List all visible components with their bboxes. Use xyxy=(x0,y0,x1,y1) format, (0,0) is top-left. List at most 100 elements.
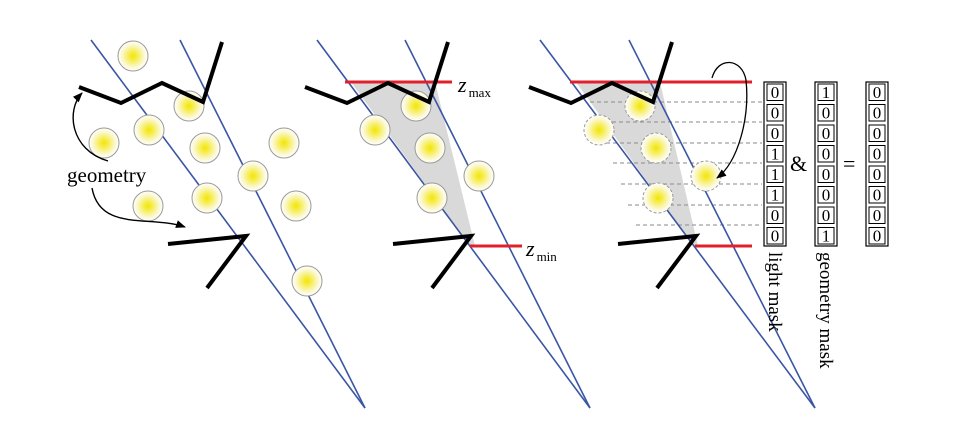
geometry-shapes xyxy=(528,41,701,290)
mask-cell xyxy=(766,165,784,183)
mask-bit: 0 xyxy=(822,145,831,164)
mask-bit: 0 xyxy=(873,227,882,246)
mask-cell xyxy=(868,165,886,183)
mask-cell xyxy=(766,124,784,142)
geometry-near-shape xyxy=(528,41,674,106)
geometry-far-shape xyxy=(617,233,701,290)
mask-cell xyxy=(817,165,835,183)
mask-cell xyxy=(868,83,886,101)
mask-cell xyxy=(817,83,835,101)
frustum xyxy=(316,39,591,409)
light-source xyxy=(237,160,269,192)
mask-bit: 0 xyxy=(771,104,780,123)
light-source xyxy=(117,40,149,72)
frustum-left-edge xyxy=(539,39,816,409)
frustum-left-edge xyxy=(90,39,366,409)
mask-cell xyxy=(868,206,886,224)
mask-bit: 0 xyxy=(771,124,780,143)
light-source xyxy=(416,182,448,214)
frustum-right-edge xyxy=(179,39,366,409)
mask-bit: 0 xyxy=(822,186,831,205)
geometry-shapes xyxy=(304,41,476,290)
mask-cell xyxy=(766,145,784,163)
light-source xyxy=(191,182,223,214)
mask-bit: 1 xyxy=(771,165,780,184)
light-source xyxy=(414,132,446,164)
mask-cell xyxy=(868,186,886,204)
geometry-callout-arrows xyxy=(72,92,186,228)
mask-cell xyxy=(817,104,835,122)
light-mask-label: light mask xyxy=(764,252,785,332)
light-source xyxy=(359,114,391,146)
geometry-near-shape xyxy=(78,41,224,106)
geometry-mask-label: geometry mask xyxy=(815,252,836,369)
light-to-mask-arrow xyxy=(711,61,748,179)
mask-bit: 0 xyxy=(873,124,882,143)
mask-cell xyxy=(766,83,784,101)
mask-column-frame xyxy=(865,81,889,247)
geometry-label: geometry xyxy=(67,163,147,187)
mask-cell xyxy=(817,186,835,204)
mask-cell xyxy=(766,206,784,224)
mask-column-frame xyxy=(814,81,838,247)
light-source xyxy=(133,114,165,146)
arrow-to-far-geometry xyxy=(91,187,186,228)
geometry-far-shape xyxy=(167,233,251,290)
light-source xyxy=(291,265,323,297)
mask-bit: 0 xyxy=(873,165,882,184)
mask-column-frame xyxy=(763,81,787,247)
mask-bit: 0 xyxy=(873,83,882,102)
mask-bit: 0 xyxy=(822,165,831,184)
mask-bit: 0 xyxy=(771,83,780,102)
light-sources xyxy=(359,90,495,214)
mask-cell xyxy=(817,227,835,245)
light-source xyxy=(690,160,722,192)
mask-cell xyxy=(817,124,835,142)
panel-1: geometry xyxy=(67,39,366,409)
light-source xyxy=(463,160,495,192)
mask-bit: 1 xyxy=(771,186,780,205)
mask-cell xyxy=(766,186,784,204)
arrow-to-near-geometry xyxy=(72,92,109,162)
light-source xyxy=(268,127,300,159)
mask-bit: 1 xyxy=(822,227,831,246)
equals-operator: = xyxy=(843,151,855,176)
mask-bit: 0 xyxy=(873,206,882,225)
mask-cell xyxy=(868,145,886,163)
frustum xyxy=(539,39,816,409)
light-source xyxy=(189,132,221,164)
light-source xyxy=(640,132,672,164)
light-source xyxy=(132,190,164,222)
light-sources xyxy=(88,40,323,297)
geometry-shapes xyxy=(78,41,251,290)
mask-bit: 0 xyxy=(771,206,780,225)
mask-cell xyxy=(868,227,886,245)
light-source xyxy=(280,190,312,222)
mask-cell xyxy=(766,104,784,122)
mask-bit: 0 xyxy=(771,227,780,246)
light-source xyxy=(583,114,615,146)
frustum xyxy=(90,39,366,409)
mask-bit: 1 xyxy=(822,83,831,102)
mask-bit: 0 xyxy=(822,206,831,225)
mask-bit: 1 xyxy=(771,145,780,164)
mask-cell xyxy=(868,104,886,122)
geometry-far-shape xyxy=(392,233,476,290)
frustum-left-edge xyxy=(316,39,591,409)
frustum-right-edge xyxy=(628,39,816,409)
geometry-near-shape xyxy=(304,41,450,106)
mask-bit: 0 xyxy=(873,145,882,164)
mask-cell xyxy=(868,124,886,142)
frustum-right-edge xyxy=(404,39,591,409)
and-operator: & xyxy=(790,151,807,176)
mask-cell xyxy=(766,227,784,245)
mask-bit: 0 xyxy=(822,104,831,123)
